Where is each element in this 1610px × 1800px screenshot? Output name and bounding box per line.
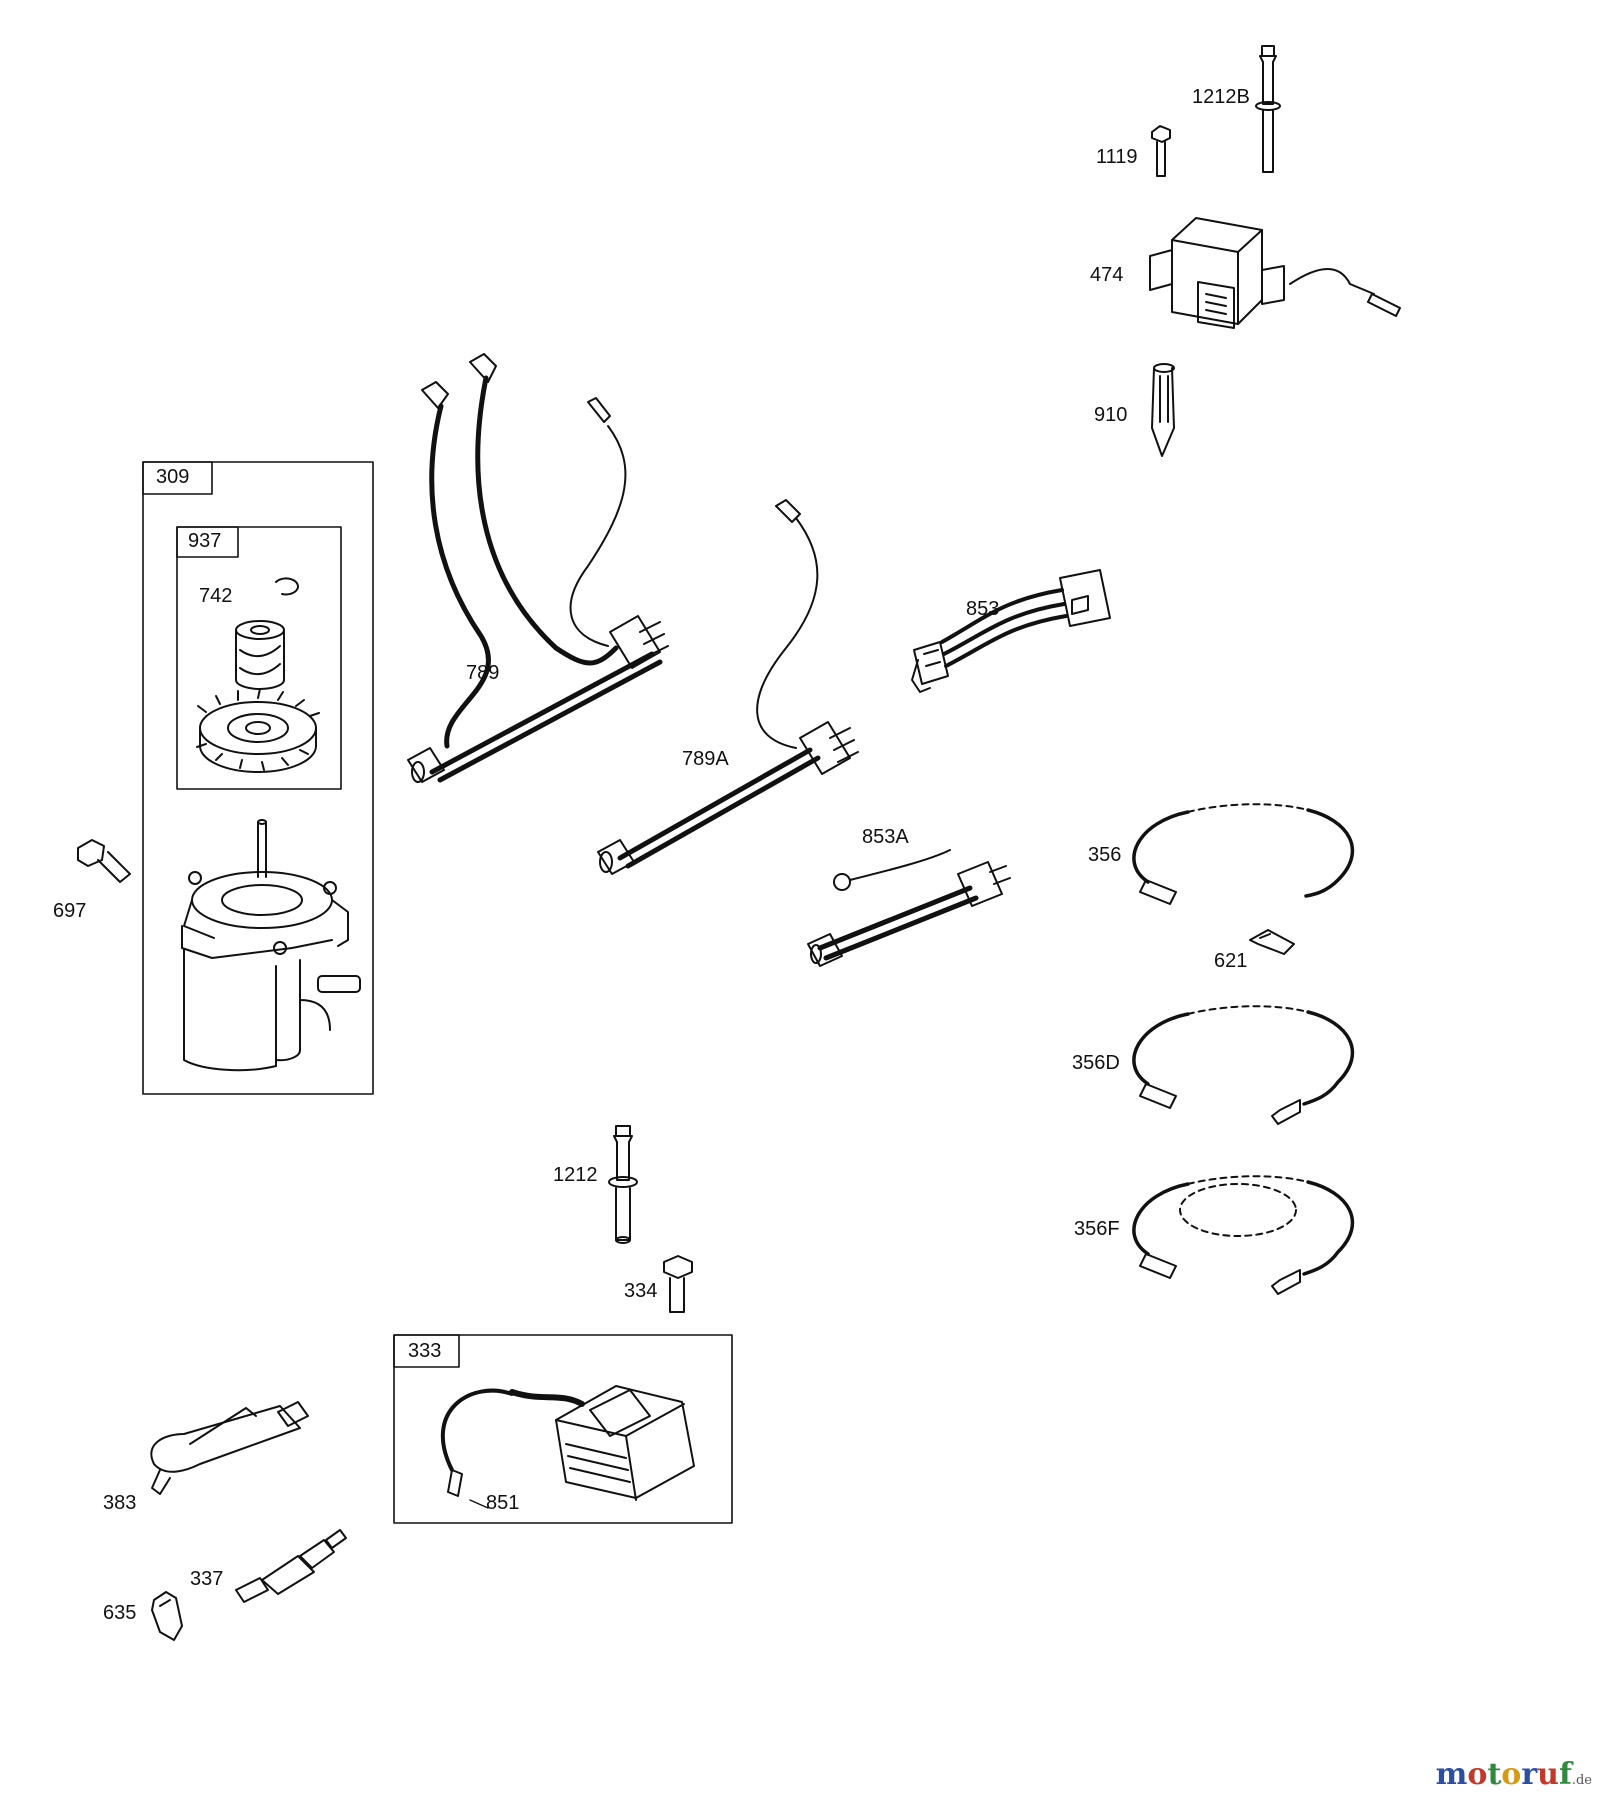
part-label-853: 853 [966, 598, 1000, 620]
kit-box-309-tag [142, 461, 213, 495]
part-label-742: 742 [199, 585, 233, 607]
spark-plug-boot-910 [1151, 363, 1175, 457]
part-label-1212: 1212 [553, 1164, 598, 1186]
part-label-334: 334 [624, 1280, 658, 1302]
starter-motor [181, 819, 361, 1072]
harness-789 [407, 353, 669, 783]
part-label-356: 356 [1088, 844, 1122, 866]
kit-box-937 [176, 526, 342, 790]
watermark-letter: f [1558, 1757, 1572, 1792]
watermark-tld: .de [1571, 1773, 1592, 1788]
part-label-851: 851 [486, 1492, 520, 1514]
bolt-1119 [1151, 125, 1171, 177]
part-label-1119: 1119 [1096, 146, 1138, 168]
watermark-letter: m [1435, 1757, 1468, 1792]
watermark-letter: u [1537, 1757, 1559, 1792]
part-label-635: 635 [103, 1602, 137, 1624]
watermark-letter: r [1521, 1757, 1538, 1792]
part-label-621: 621 [1214, 950, 1248, 972]
kit-box-333-tag [393, 1334, 460, 1368]
part-label-474: 474 [1090, 264, 1124, 286]
part-label-789A: 789A [682, 748, 729, 770]
kit-box-937-tag [176, 526, 239, 558]
leader-851 [469, 1499, 489, 1509]
kit-box-333 [393, 1334, 733, 1524]
watermark-letter: o [1467, 1757, 1488, 1792]
watermark-letter: o [1501, 1757, 1522, 1792]
stud-1212 [608, 1125, 638, 1244]
kit-label-309: 309 [156, 466, 190, 488]
part-label-789: 789 [466, 662, 500, 684]
kit-box-309 [142, 461, 374, 1095]
spark-plug-337 [235, 1529, 347, 1603]
part-label-910: 910 [1094, 404, 1128, 426]
part-label-337: 337 [190, 1568, 224, 1590]
wire-356F [1132, 1175, 1355, 1295]
drive-pinion [235, 620, 285, 690]
watermark-brand: motoruf [1436, 1757, 1572, 1792]
ground-wire-356 [1132, 803, 1355, 905]
part-label-383: 383 [103, 1492, 137, 1514]
kit-label-937: 937 [188, 530, 222, 552]
bolt-697 [77, 839, 131, 883]
wire-356D [1132, 1005, 1355, 1125]
armature-474 [1149, 217, 1401, 329]
boot-635 [151, 1591, 183, 1641]
watermark-logo: motoruf.de [1436, 1757, 1592, 1792]
kit-label-333: 333 [408, 1340, 442, 1362]
stud-1212B [1255, 45, 1281, 173]
part-label-697: 697 [53, 900, 87, 922]
bolt-334 [663, 1255, 693, 1313]
watermark-letter: t [1487, 1757, 1502, 1792]
armature-333 [440, 1385, 695, 1501]
retaining-ring-742 [275, 577, 299, 596]
starter-gear [196, 688, 320, 773]
part-label-356F: 356F [1074, 1218, 1120, 1240]
part-label-1212B: 1212B [1192, 86, 1250, 108]
harness-789A [597, 499, 859, 875]
clip-621 [1249, 929, 1295, 955]
part-label-356D: 356D [1072, 1052, 1120, 1074]
tool-383 [150, 1401, 309, 1495]
harness-853 [911, 569, 1111, 693]
part-label-853A: 853A [862, 826, 909, 848]
harness-853A [807, 849, 1011, 967]
